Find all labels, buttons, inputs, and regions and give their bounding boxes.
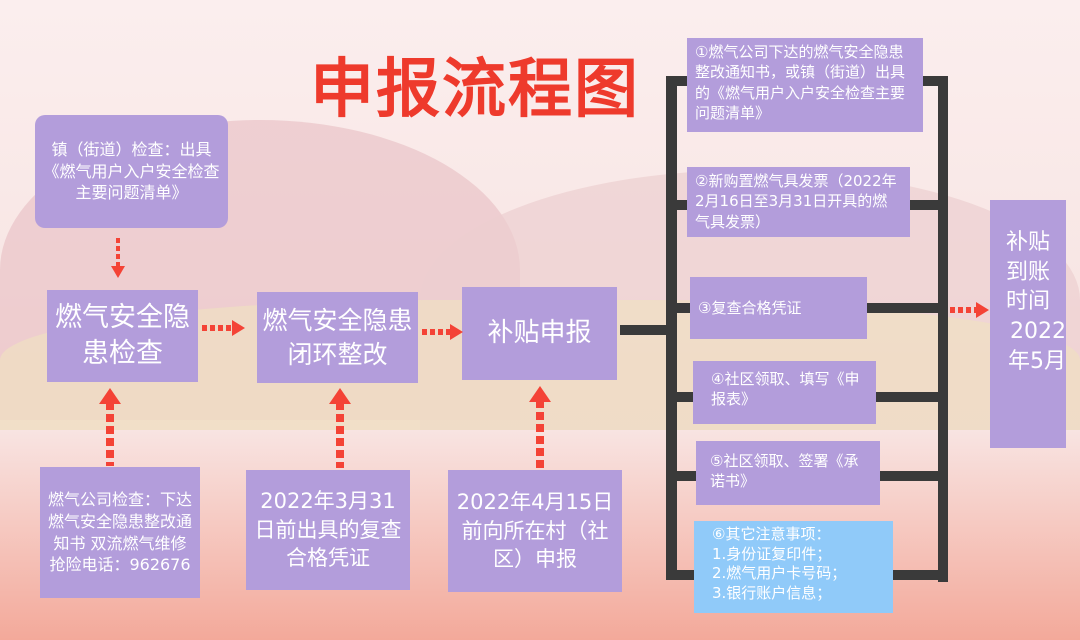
gas-company-box: 燃气公司检查：下达燃气安全隐患整改通知书 双流燃气维修抢险电话：962676 (40, 467, 200, 598)
material-text: ③复查合格凭证 (698, 298, 802, 317)
step-subsidy-apply: 补贴申报 (462, 287, 617, 380)
step-hazard-check: 燃气安全隐患检查 (47, 290, 198, 382)
dashed-arrow-up (529, 386, 551, 468)
dashed-arrow-right (950, 302, 989, 318)
final-label: 补贴到账时间 (1005, 230, 1050, 315)
deadline-apply-box: 2022年4月15日前向所在村（社区）申报 (448, 470, 622, 592)
final-box: 补贴到账时间 2022年5月 (990, 200, 1066, 448)
material-text: ⑤社区领取、签署《承诺书》 (710, 452, 859, 491)
deadline-apply-text: 2022年4月15日前向所在村（社区）申报 (456, 490, 614, 572)
page-title: 申报流程图 (310, 53, 640, 127)
dashed-arrow-right (202, 320, 245, 336)
material-2: ②新购置燃气具发票（2022年2月16日至3月31日开具的燃气具发票） (687, 167, 910, 237)
material-4: ④社区领取、填写《申报表》 (693, 361, 876, 424)
notes-box: ⑥其它注意事项： 1.身份证复印件； 2.燃气用户卡号码； 3.银行账户信息； (694, 521, 893, 613)
material-5: ⑤社区领取、签署《承诺书》 (696, 441, 880, 505)
notes-item: 1.身份证复印件； (712, 544, 832, 563)
town-check-text: 镇（街道）检查：出具《燃气用户入户安全检查主要问题清单》 (43, 140, 220, 203)
material-1: ①燃气公司下达的燃气安全隐患整改通知书，或镇（街道）出具的《燃气用户入户安全检查… (687, 38, 923, 132)
material-3: ③复查合格凭证 (690, 277, 867, 339)
final-date: 2022年5月 (1008, 319, 1066, 374)
notes-item: 3.银行账户信息； (712, 583, 832, 602)
material-text: ②新购置燃气具发票（2022年2月16日至3月31日开具的燃气具发票） (695, 172, 897, 231)
dashed-arrow-up (99, 388, 121, 466)
notes-heading: ⑥其它注意事项： (712, 525, 831, 543)
gas-company-text: 燃气公司检查：下达燃气安全隐患整改通知书 双流燃气维修抢险电话：962676 (47, 490, 192, 575)
step-label: 燃气安全隐患闭环整改 (262, 305, 413, 369)
deadline-cert-box: 2022年3月31日前出具的复查合格凭证 (246, 470, 410, 590)
material-text: ④社区领取、填写《申报表》 (711, 370, 860, 409)
bracket-left (666, 76, 677, 580)
connector-line (620, 325, 670, 335)
material-text: ①燃气公司下达的燃气安全隐患整改通知书，或镇（街道）出具的《燃气用户入户安全检查… (695, 43, 906, 122)
step-label: 燃气安全隐患检查 (55, 301, 190, 369)
notes-item: 2.燃气用户卡号码； (712, 564, 847, 582)
deadline-cert-text: 2022年3月31日前出具的复查合格凭证 (254, 489, 402, 571)
town-check-box: 镇（街道）检查：出具《燃气用户入户安全检查主要问题清单》 (35, 115, 228, 228)
step-rectification: 燃气安全隐患闭环整改 (257, 292, 418, 383)
dashed-arrow-right (422, 324, 463, 340)
step-label: 补贴申报 (487, 317, 592, 348)
dashed-arrow-up (329, 388, 351, 468)
dashed-arrow-down (111, 238, 125, 278)
bracket-right (938, 78, 948, 582)
